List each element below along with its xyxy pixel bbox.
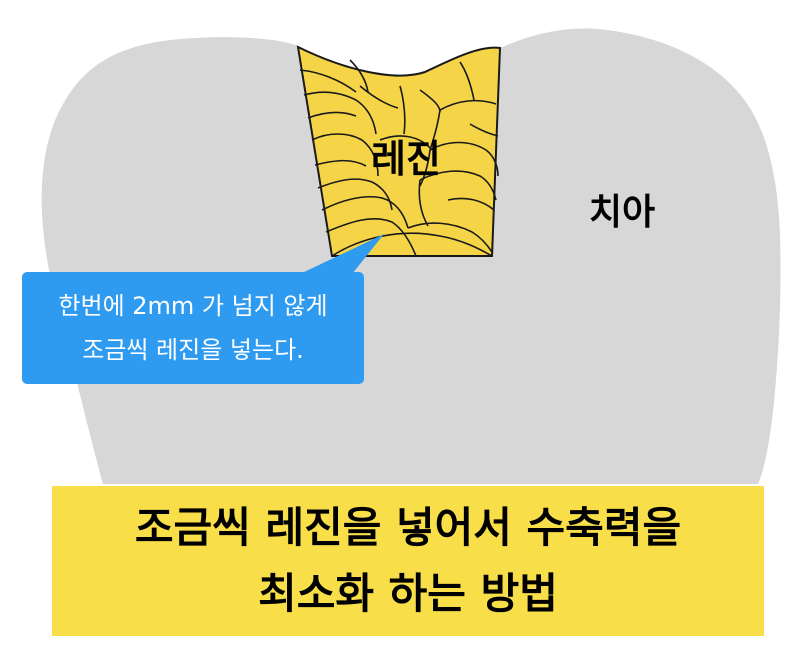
- callout-text: 한번에 2mm 가 넘지 않게 조금씩 레진을 넣는다.: [22, 272, 364, 384]
- title-line-2: 최소화 하는 방법: [258, 569, 558, 618]
- callout-line-2: 조금씩 레진을 넣는다.: [82, 336, 304, 364]
- resin-increment-lines: [299, 59, 499, 257]
- callout-pointer: [300, 234, 384, 274]
- title-background: [52, 486, 764, 636]
- resin-cavity: [296, 45, 502, 257]
- resin-inlay: [296, 45, 502, 257]
- callout-line-1: 한번에 2mm 가 넘지 않게: [58, 292, 328, 320]
- title-banner: 조금씩 레진을 넣어서 수축력을 최소화 하는 방법: [52, 486, 764, 636]
- resin-label: 레진: [371, 137, 441, 181]
- callout-box: [22, 272, 364, 384]
- tooth-label: 치아: [589, 192, 655, 233]
- title-line-1: 조금씩 레진을 넣어서 수축력을: [134, 503, 682, 552]
